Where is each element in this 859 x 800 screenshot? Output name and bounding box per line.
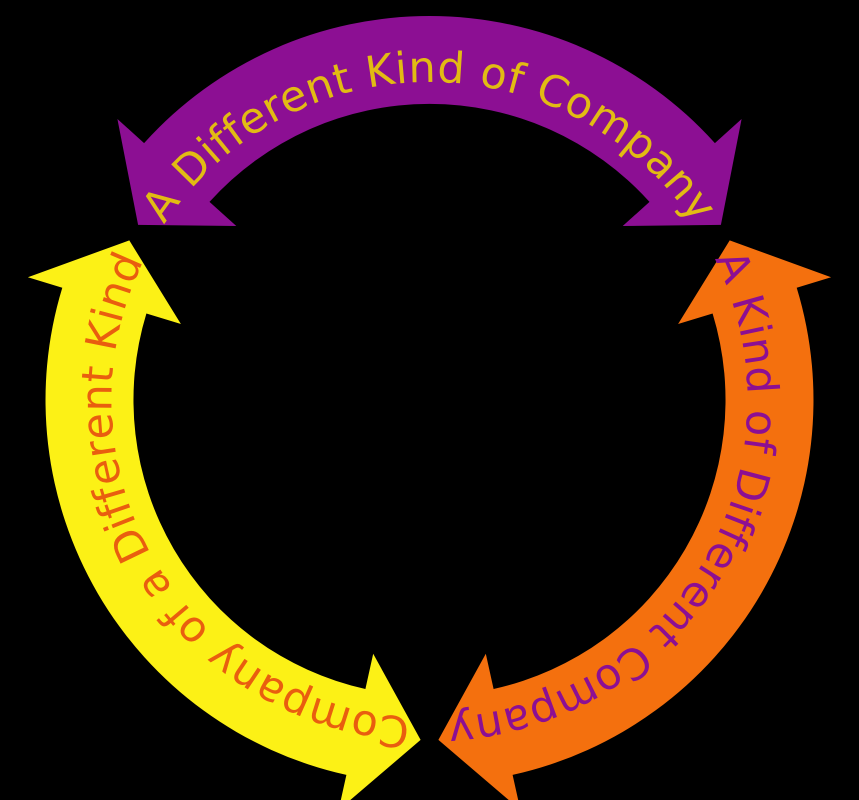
arrow-right-shape	[438, 240, 832, 800]
arrow-top-shape	[117, 16, 742, 226]
arrow-left-shape	[27, 240, 421, 800]
